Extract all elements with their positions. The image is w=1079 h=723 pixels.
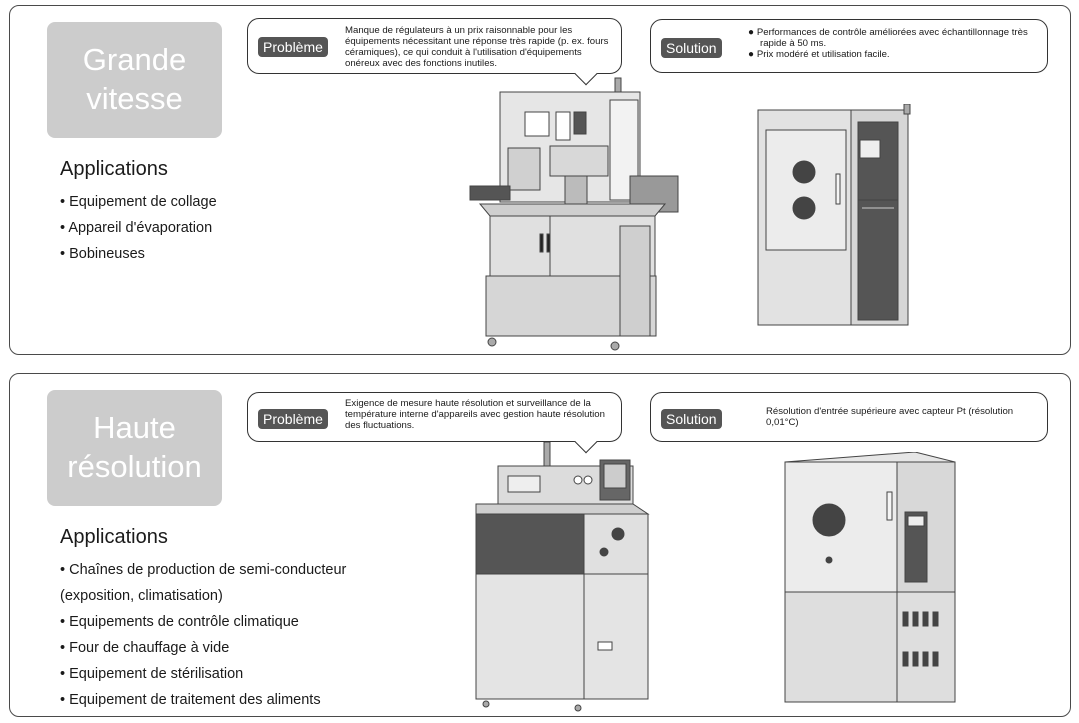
application-item: Chaînes de production de semi-conducteur: [60, 557, 346, 583]
solution-callout: Solution Résolution d'entrée supérieure …: [650, 392, 1048, 442]
chamber-illustration: [757, 104, 911, 326]
application-item: Equipement de traitement des aliments: [60, 687, 346, 713]
applications-list: Equipement de collage Appareil d'évapora…: [60, 189, 217, 267]
problem-label: Problème: [258, 37, 328, 57]
high-speed-tag-line2: vitesse: [86, 81, 183, 116]
solution-point: Prix modéré et utilisation facile.: [748, 49, 1038, 60]
application-item: Appareil d'évaporation: [60, 215, 217, 241]
high-resolution-applications: Applications Chaînes de production de se…: [60, 526, 346, 713]
solution-label: Solution: [661, 38, 722, 58]
high-speed-applications: Applications Equipement de collage Appar…: [60, 158, 217, 267]
high-resolution-tag-line2: résolution: [67, 449, 202, 484]
high-resolution-tag-line1: Haute: [93, 410, 176, 446]
high-speed-tag-line1: Grande: [82, 42, 187, 78]
applications-title: Applications: [60, 526, 168, 548]
application-item: Equipement de collage: [60, 189, 217, 215]
applications-list: Chaînes de production de semi-conducteur…: [60, 557, 346, 713]
application-item: Four de chauffage à vide: [60, 635, 346, 661]
application-item: Bobineuses: [60, 241, 217, 267]
solution-text: Performances de contrôle améliorées avec…: [748, 27, 1038, 60]
application-item-continuation: (exposition, climatisation): [60, 588, 223, 604]
chamber-illustration: [784, 452, 956, 703]
high-speed-tag: Grande vitesse: [47, 22, 222, 138]
semiconductor-equipment-illustration: [475, 442, 650, 712]
solution-label: Solution: [661, 409, 722, 429]
bonding-machine-illustration: [469, 77, 679, 351]
solution-point: Performances de contrôle améliorées avec…: [748, 27, 1038, 49]
solution-callout: Solution Performances de contrôle amélio…: [650, 19, 1048, 73]
solution-text: Résolution d'entrée supérieure avec capt…: [766, 406, 1014, 428]
problem-callout: Problème Exigence de mesure haute résolu…: [247, 392, 622, 454]
applications-title: Applications: [60, 158, 168, 180]
application-item: Equipements de contrôle climatique: [60, 609, 346, 635]
problem-text: Exigence de mesure haute résolution et s…: [345, 398, 605, 431]
problem-text: Manque de régulateurs à un prix raisonna…: [345, 25, 609, 69]
problem-callout: Problème Manque de régulateurs à un prix…: [247, 18, 622, 86]
high-speed-panel: Grande vitesse Applications Equipement d…: [9, 5, 1071, 355]
high-resolution-panel: Haute résolution Applications Chaînes de…: [9, 373, 1071, 717]
problem-label: Problème: [258, 409, 328, 429]
application-item: Equipement de stérilisation: [60, 661, 346, 687]
high-resolution-tag: Haute résolution: [47, 390, 222, 506]
